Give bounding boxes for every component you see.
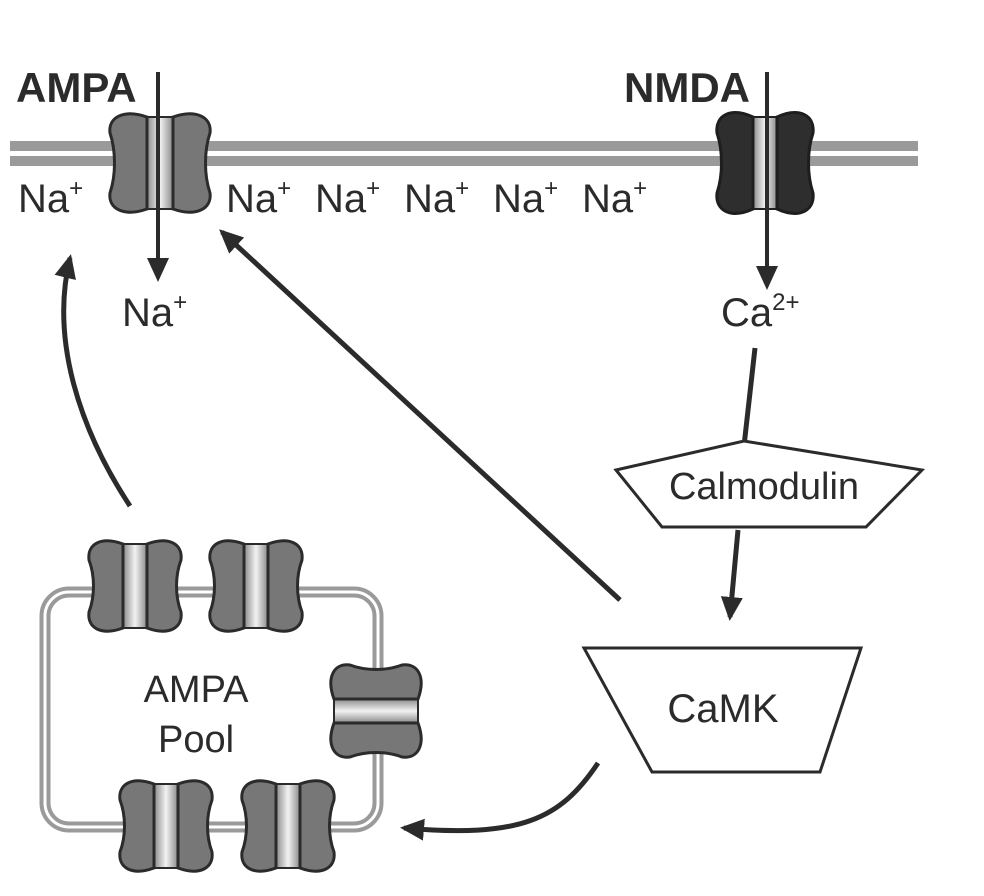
na-ion-label: Na+ — [404, 175, 469, 221]
pool-ampa-receptor — [118, 779, 214, 873]
ampa-pool-label-line1: AMPA — [144, 669, 250, 711]
camk-to-ampa-pool-arrow — [400, 761, 601, 841]
camk-node: CaMK — [581, 646, 864, 774]
pool-ampa-receptor — [240, 779, 336, 873]
nmda-label: NMDA — [624, 64, 750, 111]
ca-to-calmodulin-line — [741, 347, 758, 447]
ampa-label: AMPA — [16, 64, 137, 111]
calmodulin-node: Calmodulin — [613, 439, 926, 529]
na-ion-label: Na+ — [18, 175, 83, 221]
calmodulin-label: Calmodulin — [669, 466, 859, 508]
na-ion-label: Na+ — [226, 175, 291, 221]
pool-ampa-receptor — [329, 663, 423, 759]
pool-ampa-receptor — [87, 539, 183, 633]
intracellular-ca-label: Ca2+ — [721, 289, 800, 335]
calmodulin-to-camk-arrow — [720, 529, 743, 621]
na-ion-label: Na+ — [582, 175, 647, 221]
na-ion-label: Na+ — [315, 175, 380, 221]
pool-ampa-receptor — [208, 539, 304, 633]
pool-to-membrane-insertion-arrow — [54, 254, 133, 508]
intracellular-na-label: Na+ — [122, 289, 187, 335]
ampa-pool-label-line2: Pool — [158, 719, 234, 761]
plasma-membrane — [10, 141, 918, 166]
na-ion-label: Na+ — [493, 175, 558, 221]
camk-to-ampa-receptor-arrow — [219, 229, 622, 602]
camk-label: CaMK — [667, 687, 778, 731]
